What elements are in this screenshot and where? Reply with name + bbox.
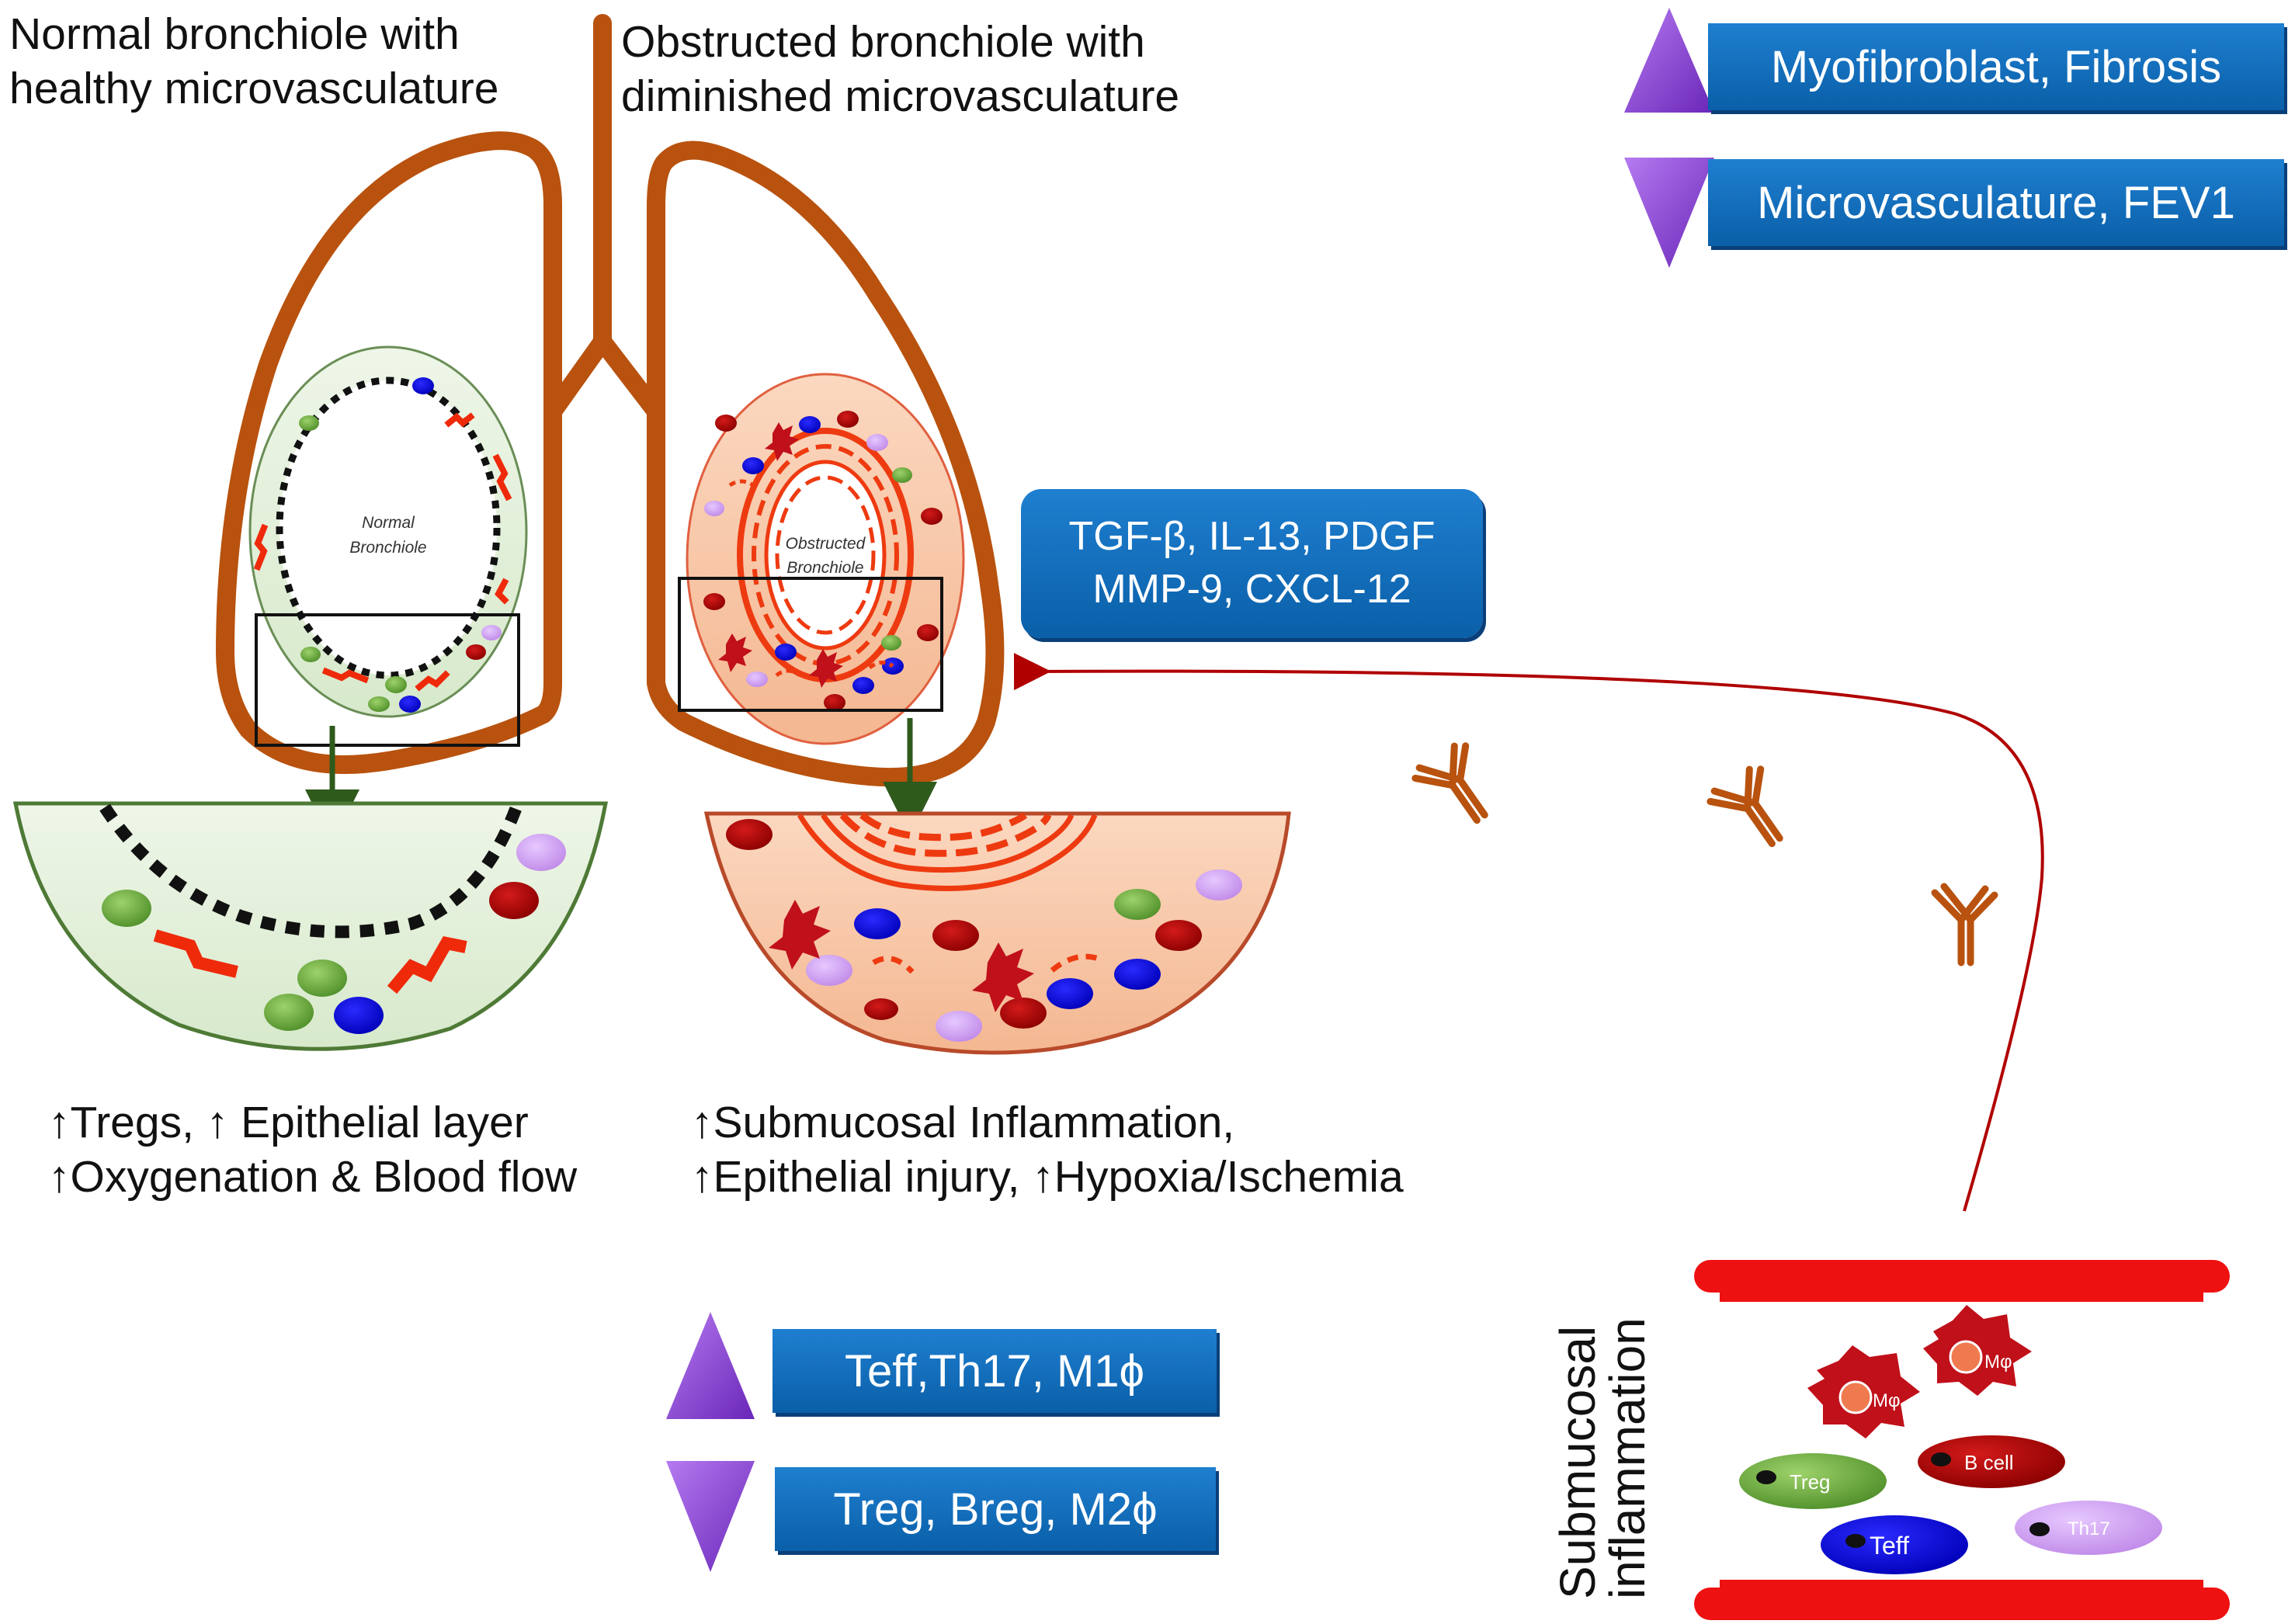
up-arrow-icon-top xyxy=(1624,8,1714,113)
cytokines-line-1: TGF-β, IL-13, PDGF xyxy=(1068,514,1436,560)
obstructed-outcome-line-1: ↑Submucosal Inflammation, xyxy=(691,1098,1235,1147)
normal-bronchiole xyxy=(248,345,528,718)
th17-cell xyxy=(2015,1501,2162,1555)
treg-cell xyxy=(1739,1453,1887,1509)
teff-cell xyxy=(1821,1515,1968,1574)
normal-enlarged-segment xyxy=(12,801,609,1051)
obstructed-outcome-line-2: ↑Epithelial injury, ↑Hypoxia/Ischemia xyxy=(691,1151,1404,1202)
down-arrow-icon-bottom xyxy=(666,1461,755,1572)
b-cell xyxy=(1918,1435,2065,1488)
th17-label: Th17 xyxy=(2068,1518,2110,1539)
treg-label: Treg xyxy=(1790,1470,1831,1494)
macrophage-label-2: Mφ xyxy=(1984,1352,2012,1372)
antibody-icon-2 xyxy=(1706,765,1783,848)
obstructed-zoom-box xyxy=(678,577,943,712)
obstructed-title-line-2: diminished microvasculature xyxy=(621,71,1180,121)
normal-outcome: ↑Tregs, ↑ Epithelial layer ↑Oxygenation … xyxy=(48,1096,577,1204)
down-arrow-icon-top xyxy=(1624,158,1714,268)
box-cytokines: TGF-β, IL-13, PDGF MMP-9, CXCL-12 xyxy=(1021,489,1483,638)
submucosal-inflammation-label: Submucosal inflammation xyxy=(1550,1317,1655,1599)
antibody-icon-1 xyxy=(1411,742,1488,824)
box-treg-breg-m2: Treg, Breg, M2ϕ xyxy=(775,1467,1216,1551)
obstructed-bronchiole xyxy=(686,373,965,745)
macrophage-cell-1 xyxy=(1807,1345,1920,1438)
blood-vessel xyxy=(1694,1260,2230,1620)
normal-zoom-box xyxy=(255,613,520,747)
normal-title-line-2: healthy microvasculature xyxy=(9,63,499,113)
normal-outcome-line-2: ↑Oxygenation & Blood flow xyxy=(48,1151,578,1202)
obstructed-title-line-1: Obstructed bronchiole with xyxy=(621,17,1145,67)
obstructed-bronchiole-label-1: Obstructed xyxy=(786,535,866,553)
lungs-outline xyxy=(216,14,1005,787)
inflammation-curve-arrow xyxy=(1013,653,2044,1212)
submucosal-line-2: inflammation xyxy=(1599,1317,1655,1599)
obstructed-bronchiole-label-2: Bronchiole xyxy=(786,559,863,577)
normal-bronchiole-label-1: Normal xyxy=(362,514,415,532)
normal-bronchiole-label-2: Bronchiole xyxy=(349,539,426,557)
box-myofibroblast-fibrosis: Myofibroblast, Fibrosis xyxy=(1708,23,2284,110)
cytokines-line-2: MMP-9, CXCL-12 xyxy=(1092,567,1411,612)
normal-title: Normal bronchiole with healthy microvasc… xyxy=(9,8,498,116)
antibody-icon-3 xyxy=(1931,883,1998,966)
normal-outcome-line-1: ↑Tregs, ↑ Epithelial layer xyxy=(48,1098,529,1147)
macrophage-label-1: Mφ xyxy=(1873,1390,1901,1411)
box-teff-th17-m1: Teff,Th17, M1ϕ xyxy=(773,1329,1217,1413)
obstructed-outcome: ↑Submucosal Inflammation, ↑Epithelial in… xyxy=(691,1096,1404,1204)
up-arrow-icon-bottom xyxy=(666,1312,755,1419)
macrophage-cell-2 xyxy=(1923,1305,2032,1396)
box-microvasculature-fev1: Microvasculature, FEV1 xyxy=(1708,159,2284,246)
b-cell-label: B cell xyxy=(1964,1451,2014,1474)
teff-label: Teff xyxy=(1870,1532,1909,1560)
obstructed-title: Obstructed bronchiole with diminished mi… xyxy=(621,16,1179,123)
obstructed-enlarged-segment xyxy=(703,811,1291,1055)
normal-title-line-1: Normal bronchiole with xyxy=(9,9,460,59)
submucosal-line-1: Submucosal xyxy=(1550,1325,1606,1599)
